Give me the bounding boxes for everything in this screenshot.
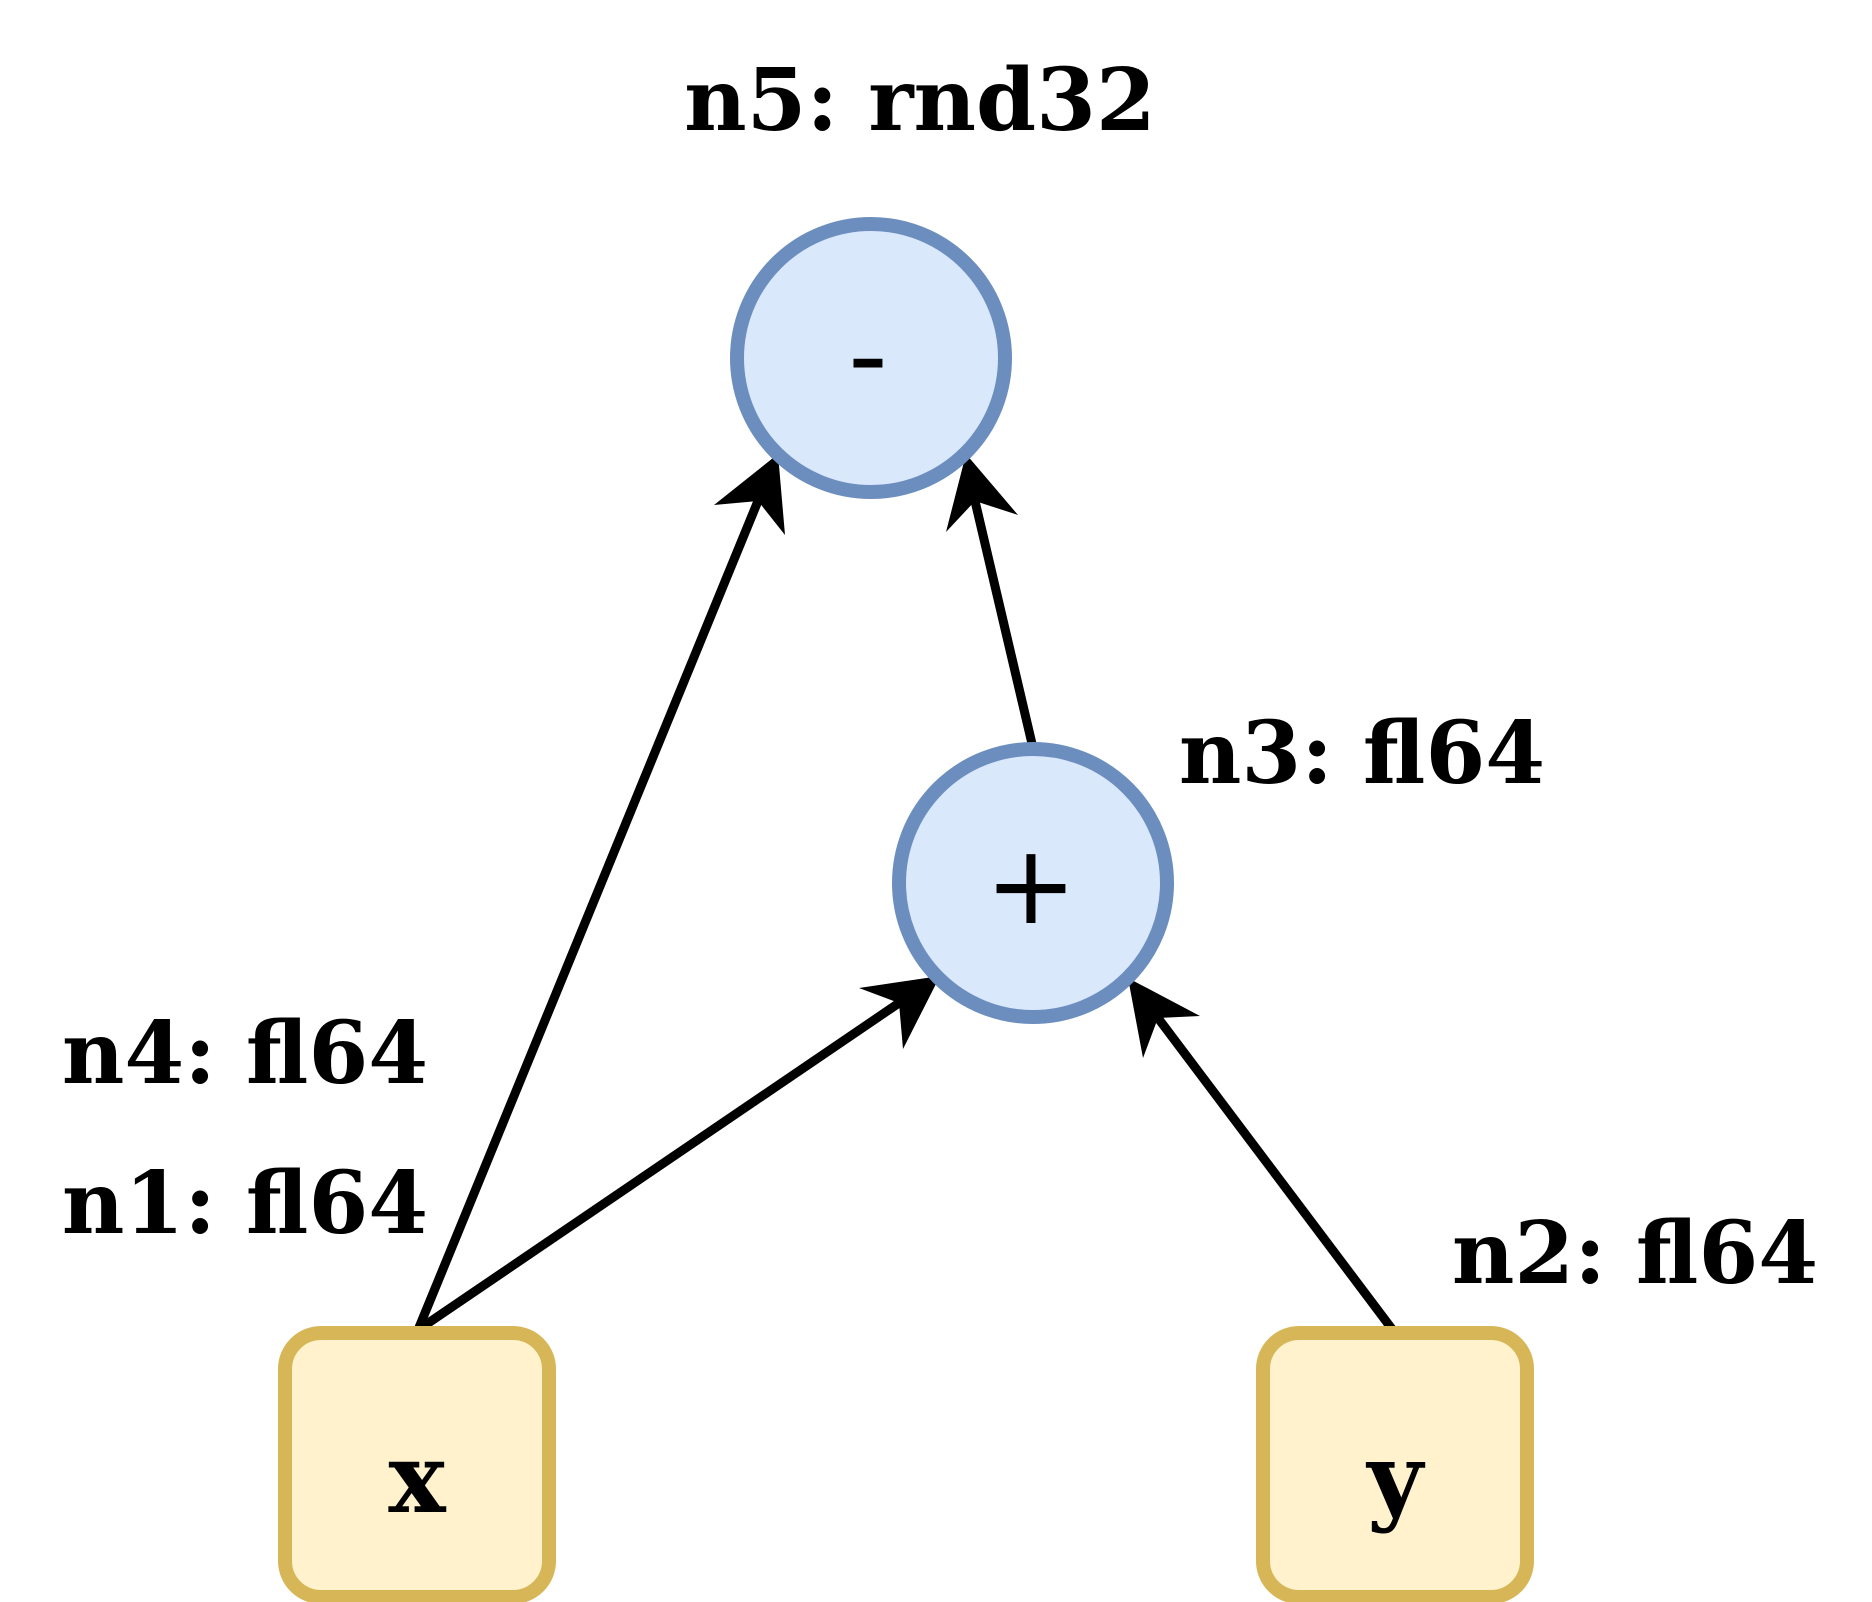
node-n5-label: n5: rnd32 — [684, 50, 1156, 151]
arrowhead-x-to-n5 — [714, 454, 785, 535]
node-y-label: n2: fl64 — [1452, 1203, 1818, 1304]
edge-y-to-n3 — [1154, 1015, 1399, 1336]
node-x-symbol: x — [388, 1422, 446, 1535]
node-n5-symbol: - — [848, 291, 888, 419]
edge-n3-to-n5 — [970, 499, 1038, 750]
edge-x-to-n5 — [413, 499, 763, 1332]
arrowhead-n3-to-n5 — [946, 454, 1018, 532]
node-n3: + n3: fl64 — [892, 703, 1545, 1024]
node-x-label-n4: n4: fl64 — [62, 1003, 428, 1104]
node-y-box — [1256, 1326, 1534, 1602]
node-n5: - n5: rnd32 — [684, 50, 1156, 499]
node-y-symbol: y — [1365, 1422, 1426, 1535]
edges — [413, 454, 1399, 1336]
arrowhead-x-to-n3 — [859, 976, 940, 1049]
node-x-label-n1: n1: fl64 — [62, 1153, 428, 1254]
node-n3-symbol: + — [985, 821, 1077, 949]
node-x: x n4: fl64 n1: fl64 — [62, 1003, 556, 1602]
node-n3-label: n3: fl64 — [1179, 703, 1545, 804]
node-n3-circle — [892, 742, 1174, 1024]
node-x-box — [278, 1326, 556, 1602]
arrowhead-y-to-n3 — [1128, 978, 1200, 1058]
node-y: y n2: fl64 — [1256, 1203, 1818, 1602]
node-n5-circle — [730, 217, 1012, 499]
edge-x-to-n3 — [415, 999, 902, 1334]
